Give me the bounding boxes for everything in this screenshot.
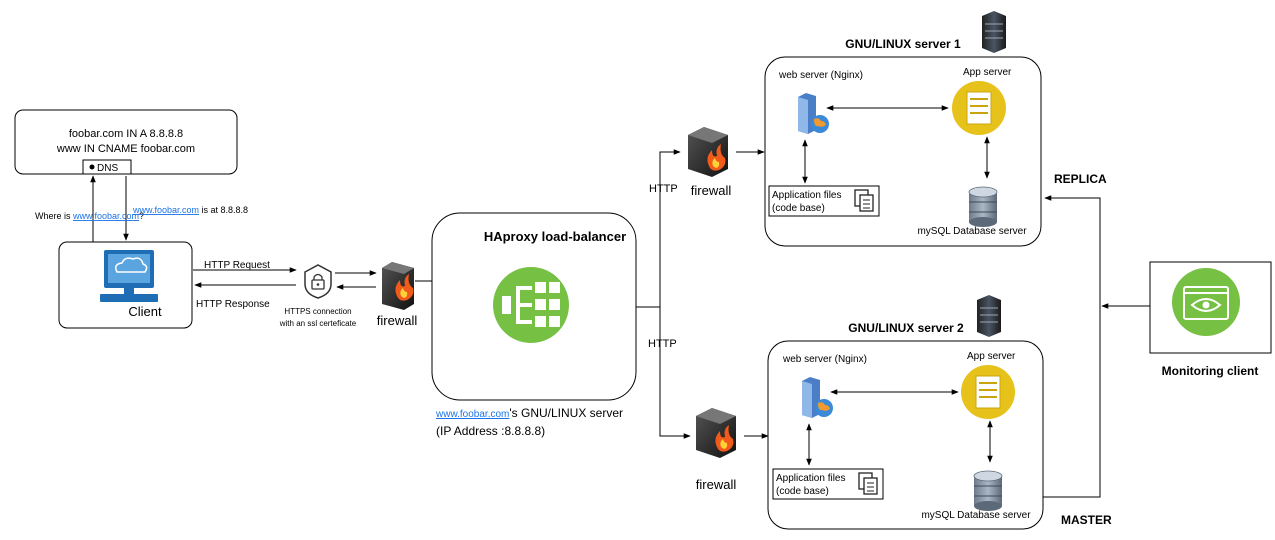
client-label: Client [128, 304, 162, 319]
s2-app-files-1: Application files [776, 473, 845, 484]
load-balancer-box: HAproxy load-balancer [431, 212, 637, 401]
http-top-label: HTTP [649, 183, 678, 195]
server-rack-icon [982, 11, 1006, 53]
s1-db-label: mySQL Database server [917, 226, 1027, 237]
dns-answer-link[interactable]: www.foobar.com [132, 205, 199, 215]
server-2-title: GNU/LINUX server 2 [848, 321, 964, 335]
server-1-title: GNU/LINUX server 1 [845, 37, 961, 51]
s2-app-files-2: (code base) [776, 486, 829, 497]
load-balancer-icon [493, 267, 569, 343]
web-server-icon [798, 93, 829, 134]
dns-tag [82, 159, 132, 175]
s2-web-label: web server (Nginx) [782, 354, 867, 365]
server-rack-icon [977, 295, 1001, 337]
documents-icon [854, 189, 874, 212]
http-bottom-label: HTTP [648, 338, 677, 350]
database-icon [973, 470, 1003, 511]
replication-connector [1043, 195, 1101, 498]
monitoring-client-box [1149, 261, 1272, 354]
lb-to-fw2-connector [659, 307, 691, 439]
app-server-icon [952, 81, 1006, 135]
https-line-2: with an ssl certeficate [279, 319, 357, 328]
firewall-icon [688, 127, 728, 177]
server-2-box: GNU/LINUX server 2 web server (Nginx) Ap… [767, 295, 1044, 530]
lock-shield-icon [304, 264, 332, 299]
s1-app-label: App server [963, 67, 1012, 78]
firewall-client-label: firewall [377, 313, 418, 328]
http-response-label: HTTP Response [196, 299, 270, 310]
web-server-icon [802, 377, 833, 418]
client-box: Client [58, 241, 193, 329]
firewall-1-label: firewall [691, 183, 732, 198]
https-line-1: HTTPS connection [284, 307, 351, 316]
lb-title: HAproxy load-balancer [484, 229, 626, 244]
lb-server-label: www.foobar.com's GNU/LINUX server [435, 406, 623, 420]
s2-db-label: mySQL Database server [921, 510, 1031, 521]
dns-answer-text: www.foobar.com is at 8.8.8.8 [132, 205, 248, 215]
app-server-icon [961, 365, 1015, 419]
s1-app-files-2: (code base) [772, 203, 825, 214]
documents-icon [858, 472, 878, 495]
dns-tag-label: DNS [97, 163, 118, 174]
firewall-icon [382, 262, 414, 310]
lb-to-fw1-connector [636, 149, 681, 308]
computer-icon [100, 250, 158, 302]
lb-ip-label: (IP Address :8.8.8.8) [436, 424, 545, 438]
replica-label: REPLICA [1054, 172, 1107, 186]
s1-app-files-1: Application files [772, 190, 841, 201]
server-1-box: GNU/LINUX server 1 web server (Nginx) Ap… [764, 11, 1042, 247]
monitoring-label: Monitoring client [1162, 364, 1259, 378]
master-label: MASTER [1061, 513, 1112, 527]
dns-record-a: foobar.com IN A 8.8.8.8 [69, 128, 183, 140]
s2-app-label: App server [967, 351, 1016, 362]
s1-web-label: web server (Nginx) [778, 70, 863, 81]
dns-query-text: Where is www.foobar.com? [35, 211, 144, 221]
dns-dot-icon [89, 164, 95, 170]
firewall-2-label: firewall [696, 477, 737, 492]
dns-query-link[interactable]: www.foobar.com [72, 211, 139, 221]
dns-box: foobar.com IN A 8.8.8.8 www IN CNAME foo… [14, 109, 238, 175]
monitor-eye-icon [1172, 268, 1240, 336]
database-icon [968, 186, 998, 227]
lb-server-link[interactable]: www.foobar.com [435, 409, 509, 420]
dns-record-cname: www IN CNAME foobar.com [56, 143, 195, 155]
firewall-icon [696, 408, 736, 458]
http-request-label: HTTP Request [204, 260, 270, 271]
